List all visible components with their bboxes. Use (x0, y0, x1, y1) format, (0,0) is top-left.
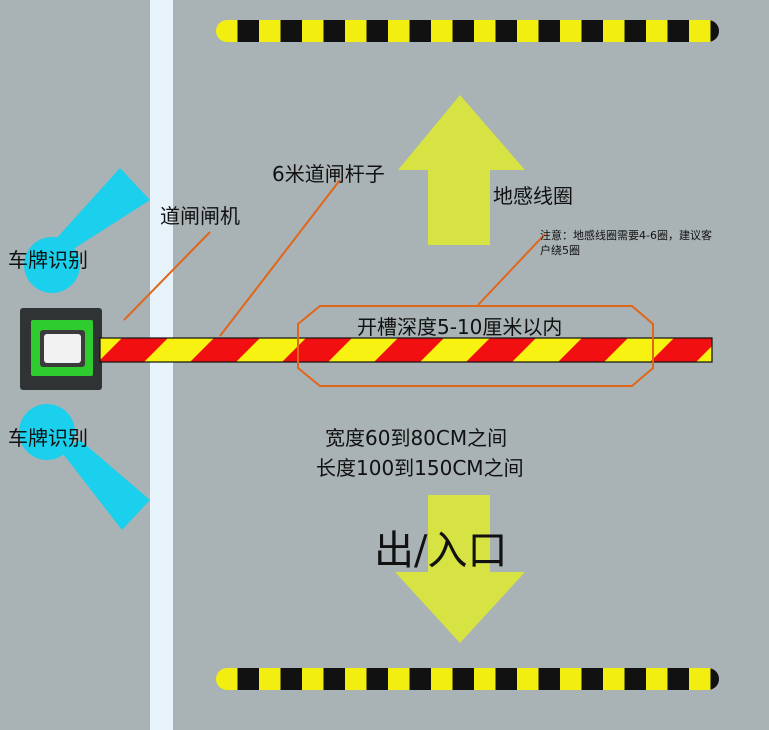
label-gate-machine: 道闸闸机 (160, 204, 240, 228)
label-groove-depth: 开槽深度5-10厘米以内 (357, 315, 563, 339)
leader-line-ground-loop (477, 233, 546, 306)
plate-camera-bottom-icon (19, 404, 150, 530)
leader-line-gate-machine (123, 231, 211, 321)
speed-bump-bottom (216, 668, 719, 690)
leader-line-boom-arm (219, 179, 341, 337)
boom-arm (99, 337, 713, 363)
label-width-spec: 宽度60到80CM之间 (325, 426, 508, 450)
label-length-spec: 长度100到150CM之间 (316, 456, 524, 480)
gate-machine-icon (20, 308, 102, 390)
label-loop-note: 注意：地感线圈需要4-6圈，建议客户绕5圈 (540, 229, 712, 257)
label-plate-recognition-bottom: 车牌识别 (8, 426, 88, 450)
label-plate-recognition-top: 车牌识别 (8, 248, 88, 272)
label-boom-arm: 6米道闸杆子 (272, 162, 385, 186)
label-entrance: 出/入口 (374, 528, 508, 574)
groove-outline (297, 305, 654, 387)
down-arrow (395, 495, 525, 643)
up-arrow (398, 95, 525, 245)
lane-divider-line (150, 0, 173, 730)
plate-camera-top-icon (24, 168, 150, 293)
label-ground-loop: 地感线圈 (493, 184, 573, 208)
speed-bump-top (216, 20, 719, 42)
